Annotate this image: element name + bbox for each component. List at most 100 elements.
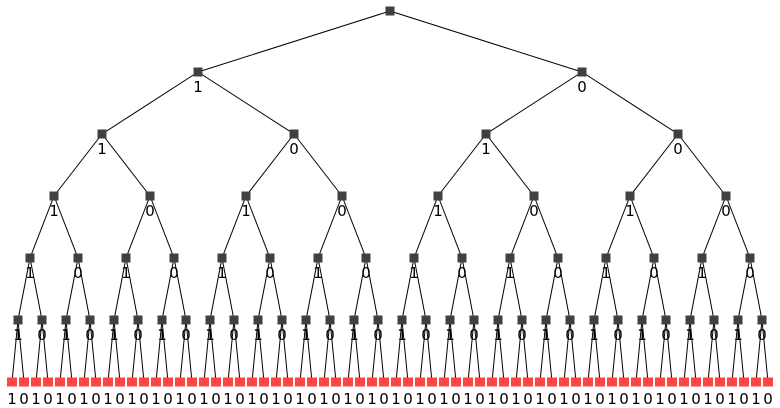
- branch-label: 1: [253, 326, 263, 344]
- leaf-node: [7, 377, 17, 387]
- tree-node: [445, 315, 455, 325]
- tree-edge: [659, 319, 667, 383]
- branch-label: 1: [193, 78, 203, 96]
- leaf-branch-label: 0: [115, 390, 125, 408]
- leaf-node: [427, 377, 437, 387]
- tree-edge: [173, 257, 187, 321]
- tree-edge: [221, 257, 235, 321]
- tree-edge: [65, 257, 79, 321]
- leaf-branch-label: 0: [331, 390, 341, 408]
- tree-edge: [581, 71, 679, 135]
- tree-edge: [101, 133, 151, 197]
- branch-label: 0: [661, 326, 671, 344]
- tree-node: [673, 129, 683, 139]
- tree-edge: [233, 319, 241, 383]
- tree-node: [241, 191, 251, 201]
- tree-node: [193, 67, 203, 77]
- leaf-node: [379, 377, 389, 387]
- tree-edge: [509, 195, 535, 259]
- leaf-node: [247, 377, 257, 387]
- tree-edge: [281, 319, 289, 383]
- leaf-branch-label: 1: [151, 390, 161, 408]
- tree-edge: [539, 319, 547, 383]
- tree-edge: [449, 257, 463, 321]
- tree-node: [25, 253, 35, 263]
- leaf-branch-label: 1: [55, 390, 65, 408]
- tree-edge: [53, 195, 79, 259]
- branch-label: 0: [325, 326, 335, 344]
- branch-label: 0: [229, 326, 239, 344]
- branch-label: 1: [301, 326, 311, 344]
- tree-edge: [41, 319, 49, 383]
- tree-node: [73, 253, 83, 263]
- leaf-branch-label: 1: [607, 390, 617, 408]
- leaf-branch-label: 0: [403, 390, 413, 408]
- tree-edge: [161, 257, 175, 321]
- tree-edge: [185, 319, 193, 383]
- branch-label: 1: [205, 326, 215, 344]
- tree-node: [505, 253, 515, 263]
- branch-label: 1: [493, 326, 503, 344]
- branch-label: 1: [637, 326, 647, 344]
- tree-node: [409, 253, 419, 263]
- branch-label: 0: [373, 326, 383, 344]
- leaf-node: [31, 377, 41, 387]
- tree-node: [745, 253, 755, 263]
- tree-edge: [29, 257, 43, 321]
- tree-edge: [617, 319, 625, 383]
- leaf-branch-label: 0: [307, 390, 317, 408]
- tree-node: [361, 253, 371, 263]
- tree-edge: [107, 319, 115, 383]
- tree-edge: [59, 319, 67, 383]
- tree-edge: [521, 319, 529, 383]
- leaf-node: [343, 377, 353, 387]
- leaf-branch-label: 0: [763, 390, 773, 408]
- tree-edge: [461, 257, 475, 321]
- branch-label: 1: [685, 326, 695, 344]
- leaf-branch-label: 1: [535, 390, 545, 408]
- tree-edge: [611, 319, 619, 383]
- tree-edge: [89, 319, 97, 383]
- tree-node: [205, 315, 215, 325]
- tree-edge: [677, 133, 727, 197]
- tree-edge: [11, 319, 19, 383]
- tree-node: [313, 253, 323, 263]
- leaf-node: [751, 377, 761, 387]
- tree-node: [481, 129, 491, 139]
- branch-label: 1: [625, 202, 635, 220]
- branch-label: 1: [433, 202, 443, 220]
- leaf-node: [91, 377, 101, 387]
- tree-node: [517, 315, 527, 325]
- tree-edge: [467, 319, 475, 383]
- tree-edge: [629, 133, 679, 197]
- branch-label: 0: [565, 326, 575, 344]
- tree-edge: [725, 195, 751, 259]
- leaf-node: [175, 377, 185, 387]
- leaf-branch-label: 0: [187, 390, 197, 408]
- tree-edge: [737, 319, 745, 383]
- tree-edge: [83, 319, 91, 383]
- tree-edge: [323, 319, 331, 383]
- leaf-branch-label: 1: [583, 390, 593, 408]
- branch-label: 0: [649, 264, 659, 282]
- tree-edge: [509, 257, 523, 321]
- tree-edge: [545, 319, 553, 383]
- leaf-node: [583, 377, 593, 387]
- tree-edge: [701, 195, 727, 259]
- leaf-node: [727, 377, 737, 387]
- branch-label: 1: [61, 326, 71, 344]
- leaf-node: [667, 377, 677, 387]
- leaf-branch-label: 1: [751, 390, 761, 408]
- leaf-node: [559, 377, 569, 387]
- branch-label: 1: [109, 326, 119, 344]
- edges-layer: [11, 10, 769, 383]
- tree-edge: [701, 257, 715, 321]
- tree-edge: [365, 257, 379, 321]
- branch-label: 0: [181, 326, 191, 344]
- leaf-node: [67, 377, 77, 387]
- leaf-node: [223, 377, 233, 387]
- branch-label: 0: [517, 326, 527, 344]
- leaf-node: [331, 377, 341, 387]
- tree-node: [13, 315, 23, 325]
- tree-edge: [605, 257, 619, 321]
